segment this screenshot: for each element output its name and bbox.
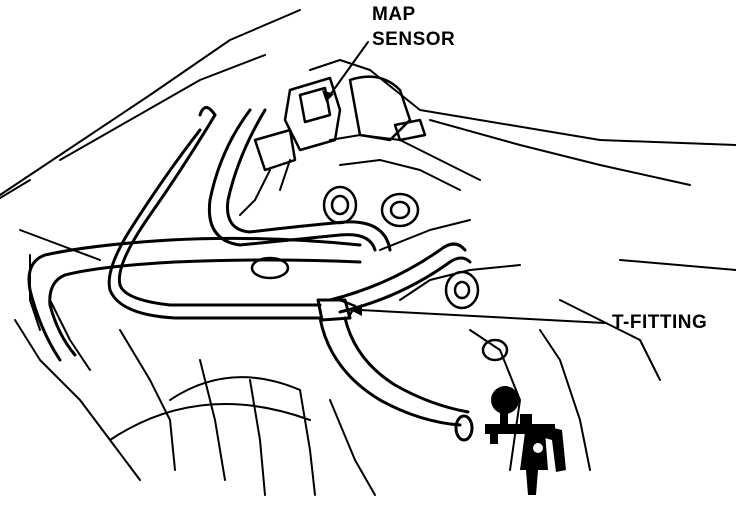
t-fitting <box>316 298 357 322</box>
map-sensor-label-line2: SENSOR <box>372 29 456 50</box>
hand-vacuum-pump-icon <box>485 386 566 495</box>
vacuum-hoses <box>27 106 474 442</box>
map-sensor <box>239 76 342 216</box>
intake-components <box>250 75 509 362</box>
t-fitting-arrowhead <box>350 304 362 316</box>
engine-background-lines <box>0 9 736 496</box>
map-sensor-arrowhead <box>322 90 334 102</box>
t-fitting-label: T-FITTING <box>612 312 708 333</box>
map-sensor-label-line1: MAP <box>372 4 416 25</box>
leader-lines <box>322 41 606 324</box>
